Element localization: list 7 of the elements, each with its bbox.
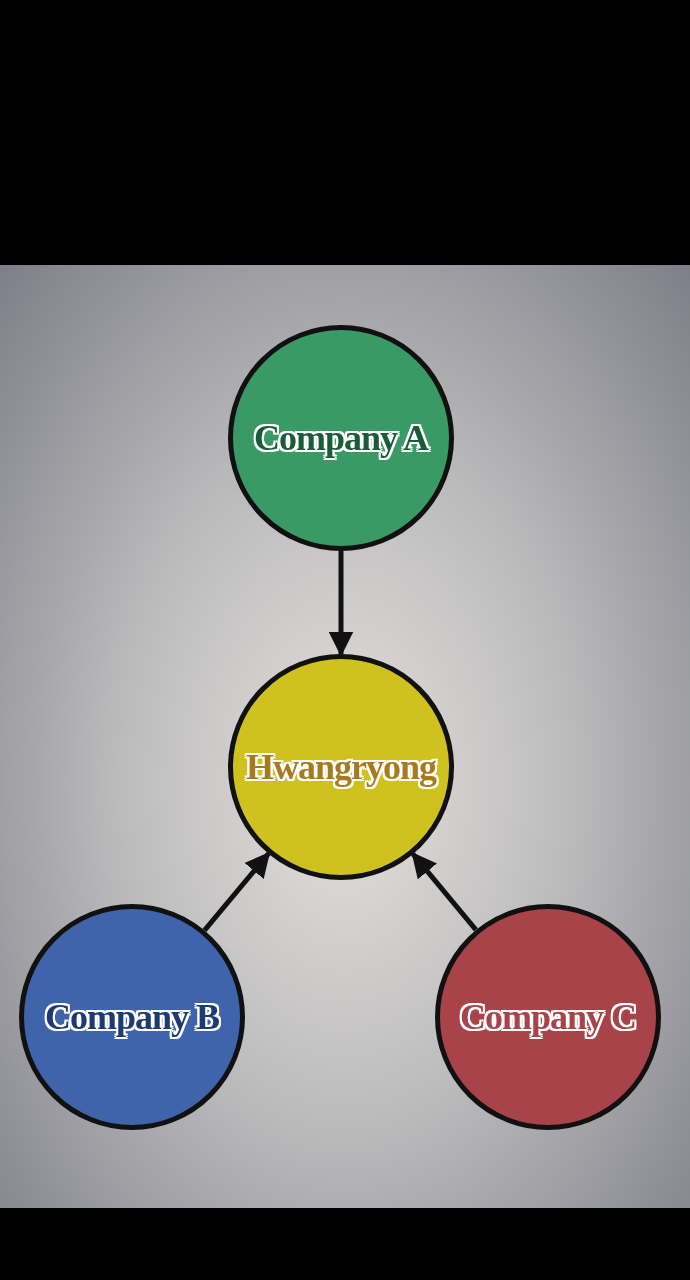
arrow [202, 851, 271, 932]
arrow [411, 852, 478, 932]
node-label: Company A [253, 417, 428, 459]
node-label: Company B [44, 996, 219, 1038]
arrow [328, 551, 354, 657]
node-label: Company C [460, 996, 636, 1038]
node-label: Hwangryong [246, 746, 436, 788]
